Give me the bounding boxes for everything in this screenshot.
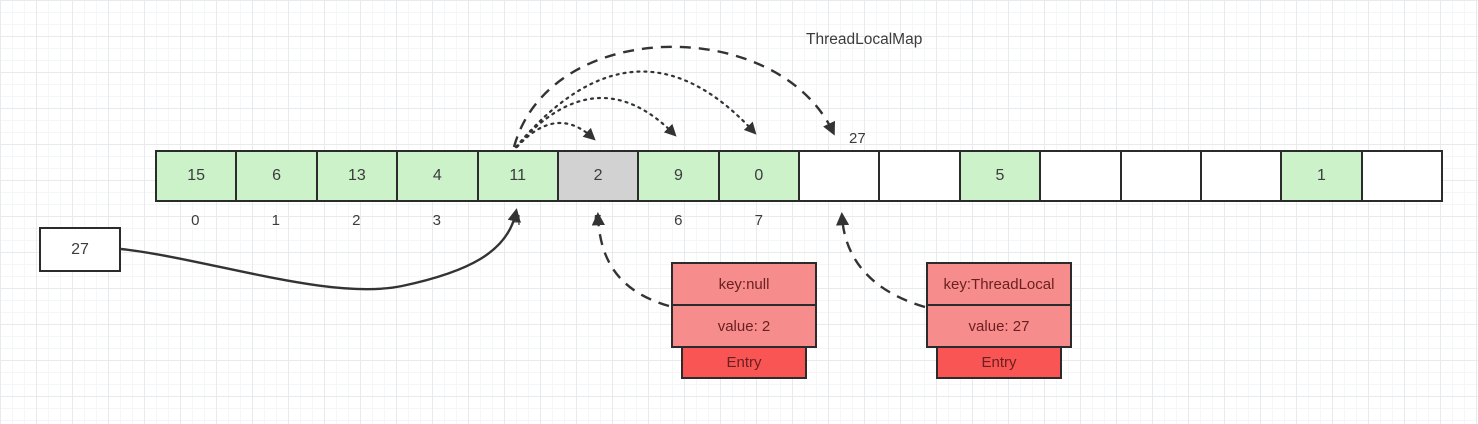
array-cell-13 (1201, 150, 1283, 202)
array-cell-14: 1 (1282, 150, 1363, 202)
diagram-title: ThreadLocalMap (806, 31, 923, 48)
index-label-7: 7 (754, 212, 763, 229)
index-row: 0 1 2 3 4 5 6 7 (155, 212, 1443, 234)
array-cell-3: 4 (398, 150, 479, 202)
index-label-2: 2 (352, 212, 361, 229)
index-label-1: 1 (271, 212, 280, 229)
index-label-4: 4 (513, 212, 522, 229)
probe-arc-slot7 (514, 70, 757, 149)
entry-box-threadlocal: key:ThreadLocal value: 27 Entry (926, 262, 1072, 379)
probe-result-label: 27 (849, 130, 866, 147)
index-label-6: 6 (674, 212, 683, 229)
entry-box-null: key:null value: 2 Entry (671, 262, 817, 379)
index-label-3: 3 (432, 212, 441, 229)
entry-threadlocal-key: key:ThreadLocal (926, 262, 1072, 306)
probe-arc-slot5 (515, 122, 596, 149)
array-cell-10: 5 (960, 150, 1042, 202)
array-cell-0: 15 (157, 150, 238, 202)
entry-threadlocal-footer: Entry (936, 346, 1062, 379)
array-cell-2: 13 (317, 150, 399, 202)
array-cell-12 (1121, 150, 1202, 202)
index-label-5: 5 (593, 212, 602, 229)
probe-arc-slot8 (512, 45, 835, 148)
entry-null-footer: Entry (681, 346, 807, 379)
array-cell-11 (1041, 150, 1122, 202)
array-cell-15 (1362, 150, 1443, 202)
array-cell-9 (880, 150, 961, 202)
entry-null-value: value: 2 (671, 304, 817, 348)
probe-arc-slot6 (514, 96, 677, 149)
entry-threadlocal-value: value: 27 (926, 304, 1072, 348)
entry-null-key: key:null (671, 262, 817, 306)
array-cell-7: 0 (719, 150, 800, 202)
array-cell-8 (800, 150, 881, 202)
array-cell-5: 2 (558, 150, 640, 202)
incoming-value-box: 27 (39, 227, 121, 272)
array-cell-4: 11 (478, 150, 559, 202)
index-label-0: 0 (191, 212, 200, 229)
array-cell-6: 9 (639, 150, 720, 202)
array-cell-1: 6 (237, 150, 318, 202)
